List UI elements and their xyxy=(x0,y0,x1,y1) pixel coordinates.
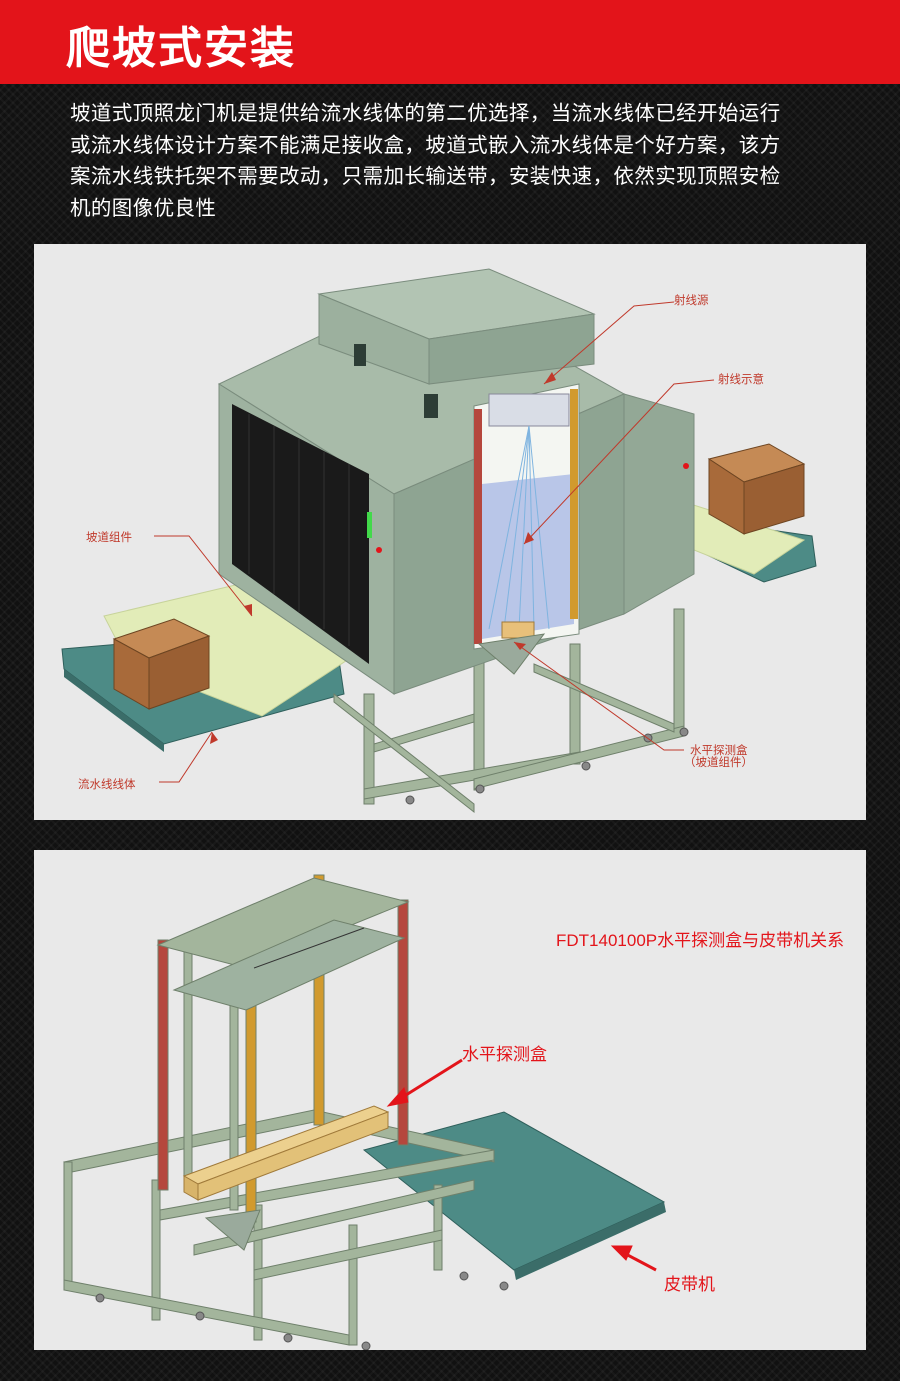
top-deck xyxy=(156,877,410,1011)
ramp-machine-illustration xyxy=(61,268,817,814)
label-detector-box-2: 水平探测盒 xyxy=(462,1045,547,1064)
intro-line: 坡道式顶照龙门机是提供给流水线体的第二优选择，当流水线体已经开始运行 xyxy=(70,101,781,125)
support-frame xyxy=(333,608,685,814)
detector-frame-illustration xyxy=(63,874,666,1350)
figure2-title: FDT140100P水平探测盒与皮带机关系 xyxy=(556,931,845,950)
detector-belt-figure: FDT140100P水平探测盒与皮带机关系 水平探测盒 皮带机 xyxy=(34,850,866,1350)
intro-paragraph: 坡道式顶照龙门机是提供给流水线体的第二优选择，当流水线体已经开始运行 或流水线体… xyxy=(70,98,830,224)
label-ray-illustration: 射线示意 xyxy=(718,372,764,386)
title-banner: 爬坡式安装 xyxy=(0,0,900,84)
page-title: 爬坡式安装 xyxy=(66,23,296,74)
ramp-install-figure: 射线源 射线示意 坡道组件 流水线线体 水平探测盒 （坡道组件） xyxy=(34,244,866,820)
label-ramp-assembly: 坡道组件 xyxy=(86,530,132,544)
caster-wheels-2 xyxy=(95,1271,509,1350)
label-belt-machine: 皮带机 xyxy=(664,1275,715,1294)
gantry-uprights xyxy=(157,874,409,1223)
intro-line: 案流水线铁托架不需要改动，只需加长输送带，安装快速，依然实现顶照安检 xyxy=(70,164,781,188)
detector-box xyxy=(182,1105,390,1201)
label-detector-box: 水平探测盒 xyxy=(690,743,748,757)
tunnel-curtain xyxy=(232,404,369,664)
label-detector-sub: （坡道组件） xyxy=(684,755,753,769)
label-ray-source: 射线源 xyxy=(674,293,709,307)
callout-leaders xyxy=(154,301,715,783)
label-conveyor-line: 流水线线体 xyxy=(78,777,136,791)
cardboard-box-right xyxy=(707,443,806,535)
intro-line: 或流水线体设计方案不能满足接收盒，坡道式嵌入流水线体是个好方案，该方 xyxy=(70,132,781,157)
cardboard-box-left xyxy=(112,618,211,710)
callout-arrows xyxy=(386,1058,657,1272)
lower-frame xyxy=(63,1109,495,1346)
intro-line: 机的图像优良性 xyxy=(70,195,217,220)
